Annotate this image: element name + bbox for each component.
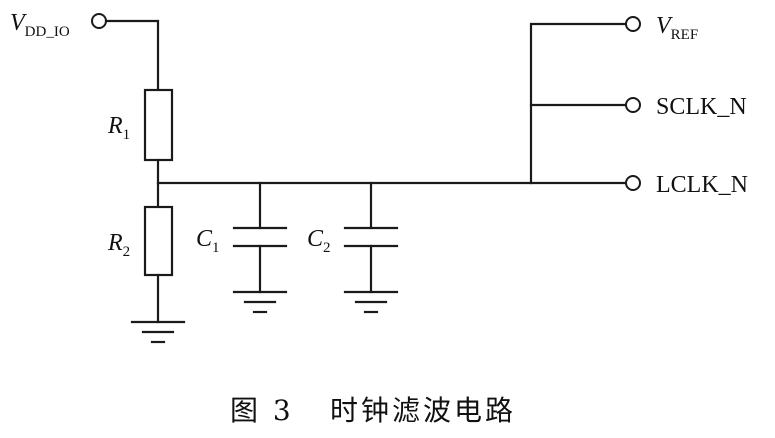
r1-label: R1 — [107, 113, 130, 143]
ground-symbol-r2 — [130, 320, 186, 344]
figure-number: 图 3 — [230, 394, 294, 427]
vdd-io-terminal — [91, 13, 107, 29]
c2-label: C2 — [307, 226, 331, 256]
vdd-io-label: VDD_IO — [10, 10, 70, 40]
figure-title: 时钟滤波电路 — [330, 394, 516, 427]
capacitor-c2 — [343, 181, 399, 294]
sclk-n-label: SCLK_N — [656, 94, 747, 120]
r2-label: R2 — [107, 230, 130, 260]
capacitor-c1 — [232, 181, 288, 294]
vref-label: VREF — [656, 13, 698, 43]
c1-label: C1 — [196, 226, 220, 256]
ground-symbol-c1 — [232, 290, 288, 314]
ground-symbol-c2 — [343, 290, 399, 314]
vref-terminal — [625, 16, 641, 32]
lclk-n-terminal — [625, 175, 641, 191]
vdd-io-wire — [104, 19, 160, 92]
right-bus-wire — [529, 22, 628, 185]
lclk-n-label: LCLK_N — [656, 172, 748, 198]
resistor-r2 — [143, 205, 174, 277]
sclk-n-terminal — [625, 97, 641, 113]
resistor-r1 — [143, 88, 174, 162]
